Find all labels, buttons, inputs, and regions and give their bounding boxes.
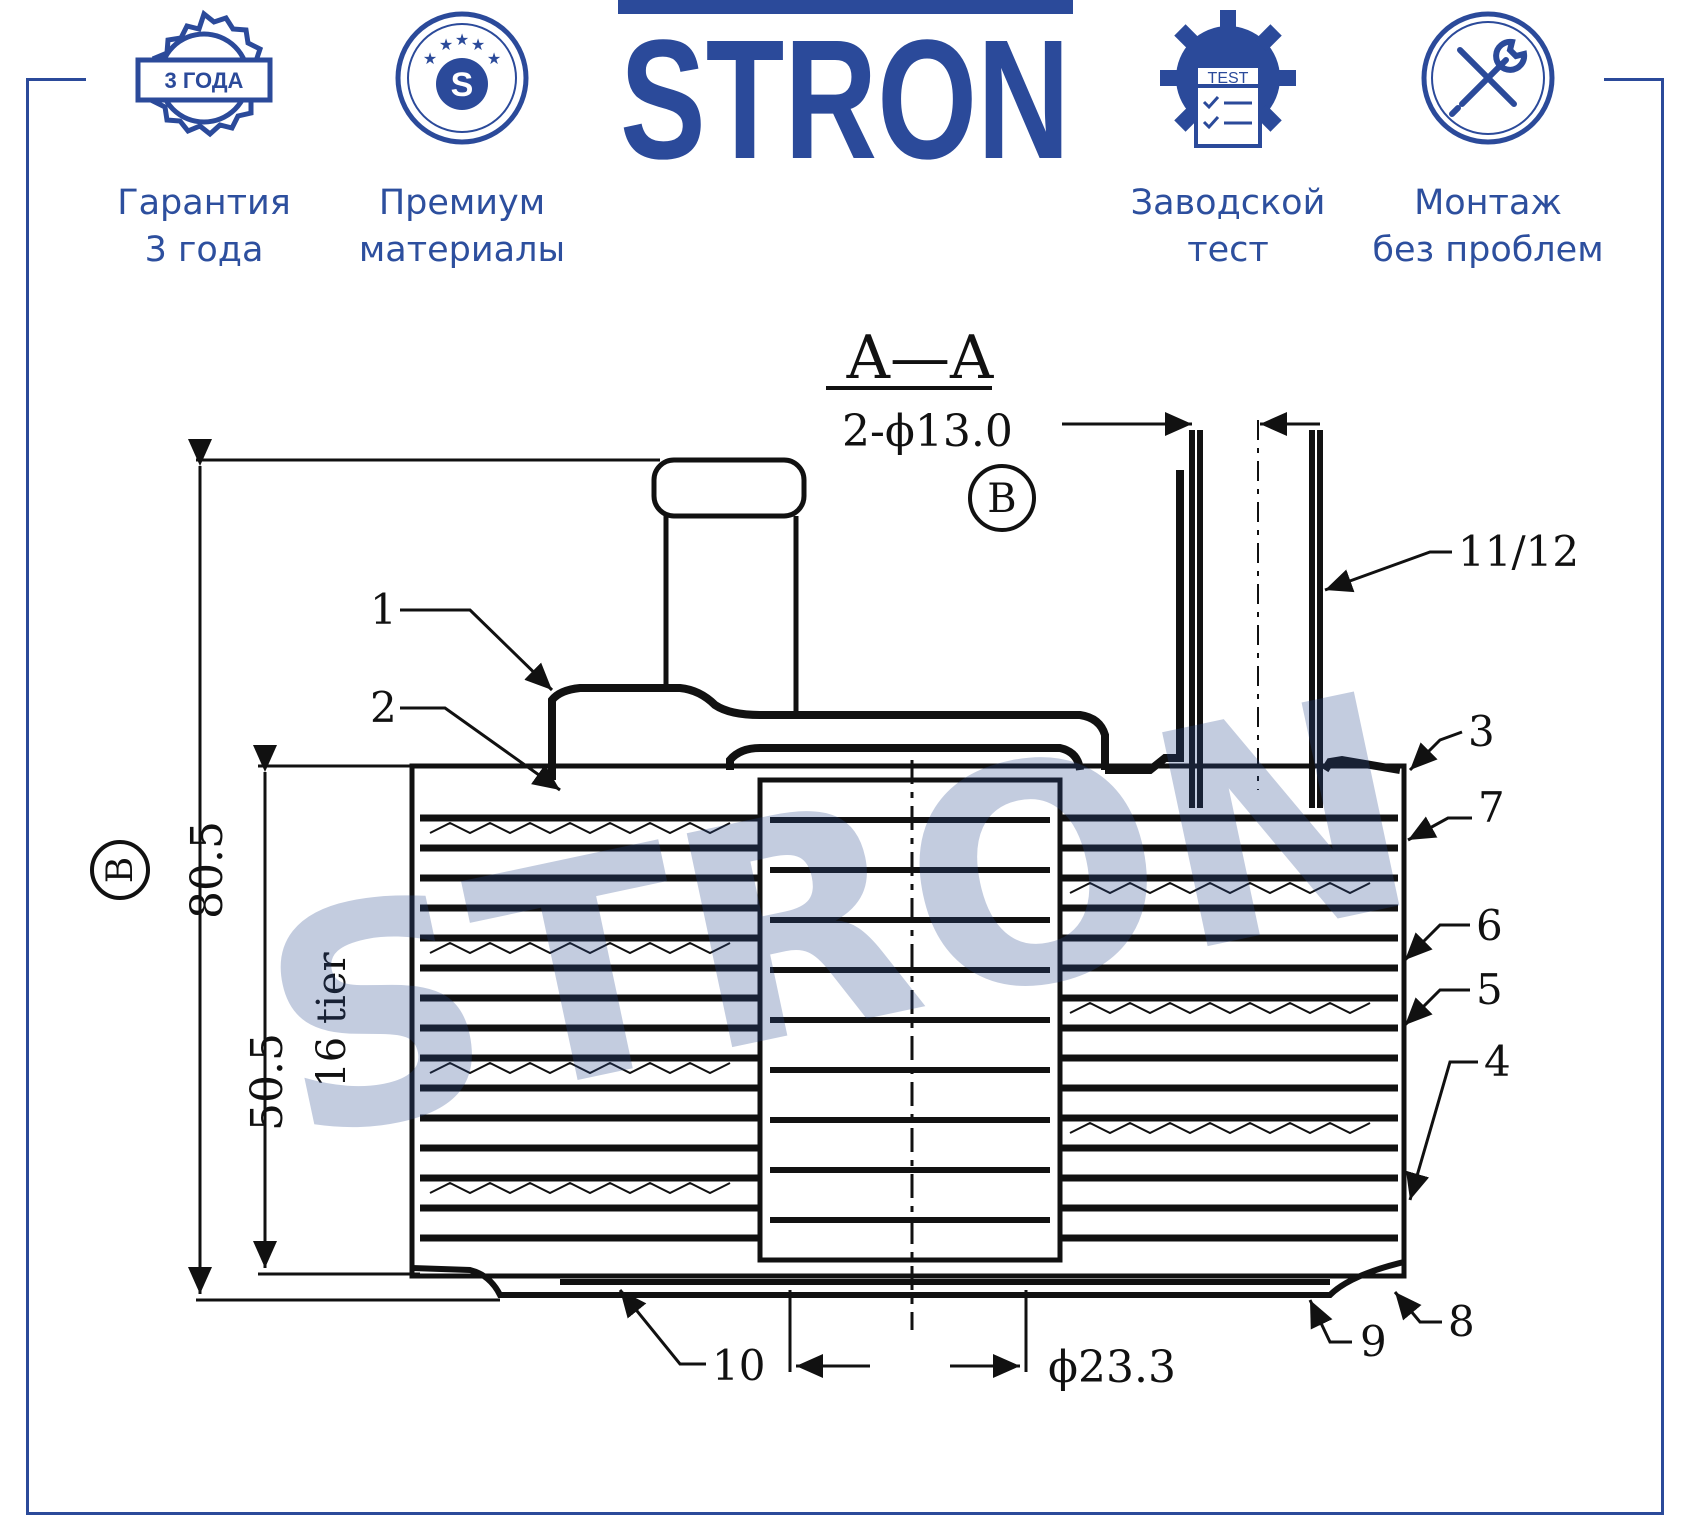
left-pipe: [651, 457, 807, 715]
callout-6: 6: [1476, 901, 1503, 950]
badge-factory-test-caption: Заводской тест: [1098, 180, 1358, 274]
callout-2: 2: [370, 683, 397, 732]
frame-right: [1661, 78, 1664, 1515]
svg-text:★: ★: [423, 49, 437, 68]
marker-b-top: B: [968, 464, 1036, 532]
frame-left: [26, 78, 29, 1515]
section-label: A—A: [846, 323, 994, 393]
callout-3: 3: [1468, 707, 1495, 756]
factory-test-gear-icon: TEST: [1160, 10, 1296, 148]
callout-numbers: 1 2 3 4 5 6 7 8 9 10 11/12: [370, 527, 1579, 1390]
pipe-diameter-label: 2-ϕ13.0: [842, 406, 1013, 457]
premium-seal-text: S: [451, 66, 474, 104]
badge-premium-line2: материалы: [358, 230, 566, 270]
svg-text:★: ★: [455, 30, 469, 49]
badge-factory-test-line2: тест: [1187, 230, 1269, 270]
callout-8: 8: [1448, 1297, 1475, 1346]
badge-warranty: 3 ГОДА Гарантия 3 года: [74, 8, 334, 278]
warranty-seal-icon: 3 ГОДА: [135, 9, 273, 138]
height-core-label: 50.5: [242, 1033, 293, 1131]
svg-text:B: B: [100, 857, 141, 883]
frame-top-right: [1604, 78, 1664, 81]
dimension-core-height: [253, 745, 420, 1276]
callout-11-12: 11/12: [1458, 527, 1579, 576]
warranty-seal-text: 3 ГОДА: [165, 68, 244, 93]
badge-premium-line1: Премиум: [378, 183, 546, 223]
cooler-core: [409, 760, 1407, 1330]
callout-4: 4: [1484, 1037, 1511, 1086]
badge-premium-caption: Премиум материалы: [332, 180, 592, 274]
badge-installation-line1: Монтаж: [1414, 183, 1562, 223]
callout-10: 10: [712, 1341, 765, 1390]
badge-installation: Монтаж без проблем: [1358, 8, 1618, 278]
logo-text: STRON: [620, 5, 1070, 160]
callout-7: 7: [1478, 783, 1505, 832]
cooler-top-plate: [548, 470, 1401, 780]
marker-b-left: B: [90, 840, 150, 900]
height-total-label: 80.5: [182, 821, 233, 919]
bore-diameter-label: ϕ23.3: [1048, 1342, 1176, 1393]
svg-text:B: B: [987, 476, 1016, 522]
badge-warranty-caption: Гарантия 3 года: [74, 180, 334, 274]
tiers-label: 16 tier: [309, 951, 355, 1087]
badge-installation-caption: Монтаж без проблем: [1358, 180, 1618, 274]
stron-logo: STRON: [618, 0, 1073, 160]
callout-5: 5: [1476, 965, 1503, 1014]
badge-premium: S ★★★★★ Премиум материалы: [332, 8, 592, 278]
badge-installation-line2: без проблем: [1372, 230, 1604, 270]
cooler-bottom-plate: [411, 1259, 1405, 1298]
badge-warranty-line2: 3 года: [144, 230, 264, 270]
svg-text:★: ★: [439, 35, 453, 54]
test-seal-text: TEST: [1208, 70, 1249, 87]
badge-factory-test-line1: Заводской: [1130, 183, 1326, 223]
dimension-total-height: [188, 439, 660, 1302]
callout-leaders: [400, 550, 1478, 1366]
callout-9: 9: [1360, 1317, 1387, 1366]
badge-factory-test: TEST Заводской тест: [1098, 8, 1358, 278]
frame-bottom: [26, 1512, 1664, 1515]
right-pipe: [1189, 420, 1323, 808]
svg-text:★: ★: [487, 49, 501, 68]
frame-top-left: [26, 78, 86, 81]
dimension-bore-diameter: [788, 1290, 1028, 1378]
tools-icon: [1421, 11, 1555, 145]
premium-star-icon: S ★★★★★: [395, 11, 529, 145]
badge-warranty-line1: Гарантия: [117, 183, 291, 223]
svg-text:★: ★: [471, 35, 485, 54]
callout-1: 1: [370, 585, 397, 634]
